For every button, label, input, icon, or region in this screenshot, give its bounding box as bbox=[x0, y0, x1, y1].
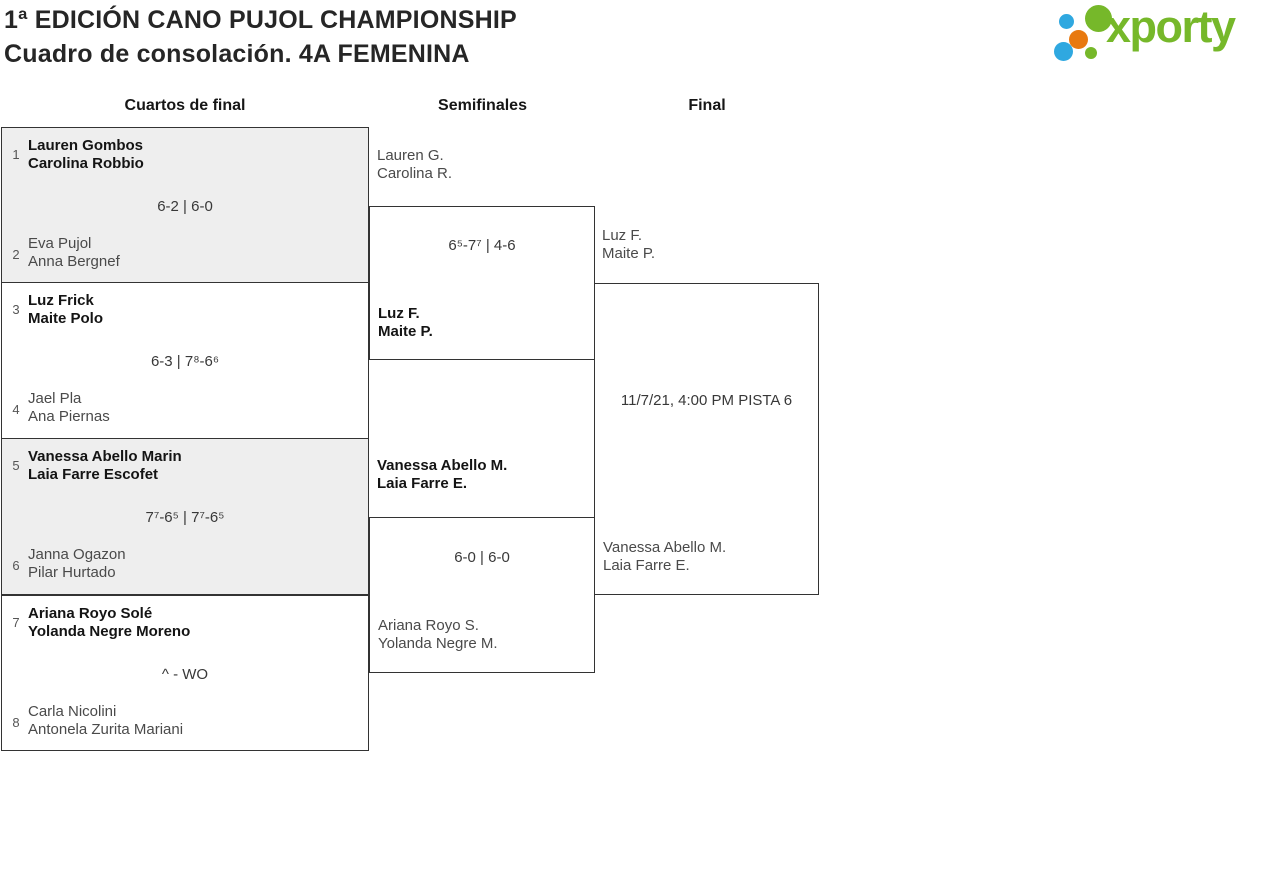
seed-number: 3 bbox=[12, 302, 20, 317]
seed-number: 5 bbox=[12, 458, 20, 473]
player-name: Jael Pla bbox=[28, 390, 82, 407]
match-box-final[interactable]: 11/7/21, 4:00 PM PISTA 6 Vanessa Abello … bbox=[594, 283, 819, 595]
match-score: 6⁵-7⁷ | 4-6 bbox=[448, 237, 516, 254]
player-name: Laia Farre E. bbox=[603, 557, 690, 574]
final-bottom-team: Vanessa Abello M. Laia Farre E. bbox=[603, 539, 814, 575]
page-header: 1ª EDICIÓN CANO PUJOL CHAMPIONSHIP Cuadr… bbox=[4, 3, 517, 71]
player-name: Yolanda Negre M. bbox=[378, 635, 498, 652]
player-name: Janna Ogazon bbox=[28, 546, 126, 563]
match-box-semifinal-1[interactable]: 6⁵-7⁷ | 4-6 Luz F. Maite P. bbox=[369, 206, 595, 360]
semifinal-2-top-team: Vanessa Abello M. Laia Farre E. bbox=[377, 457, 507, 493]
logo-dot-green-small bbox=[1085, 47, 1097, 59]
player-name: Maite P. bbox=[378, 323, 433, 340]
match-score: 6-0 | 6-0 bbox=[454, 549, 510, 566]
seed-number: 1 bbox=[12, 147, 20, 162]
match-box-quarterfinal-4[interactable]: 7 Ariana Royo Solé Yolanda Negre Moreno … bbox=[1, 595, 369, 751]
player-name: Vanessa Abello M. bbox=[377, 457, 508, 474]
seed-number: 8 bbox=[12, 715, 20, 730]
team-pair: Ariana Royo Solé Yolanda Negre Moreno bbox=[28, 605, 364, 641]
match-score: ^ - WO bbox=[161, 666, 209, 683]
team-pair: Jael Pla Ana Piernas bbox=[28, 390, 364, 426]
match-score: 6-3 | 7⁸-6⁶ bbox=[150, 353, 220, 370]
player-name: Lauren G. bbox=[377, 147, 444, 164]
seed-number: 4 bbox=[12, 402, 20, 417]
match-score: 6-2 | 6-0 bbox=[157, 198, 213, 215]
player-name: Eva Pujol bbox=[28, 235, 92, 252]
match-score: 7⁷-6⁵ | 7⁷-6⁵ bbox=[145, 509, 225, 526]
player-name: Carolina Robbio bbox=[28, 155, 144, 172]
player-name: Luz F. bbox=[378, 305, 420, 322]
logo-dot-orange bbox=[1069, 30, 1088, 49]
player-name: Carla Nicolini bbox=[28, 703, 117, 720]
bracket-subtitle: Cuadro de consolación. 4A FEMENINA bbox=[4, 40, 470, 68]
player-name: Vanessa Abello Marin bbox=[28, 448, 182, 465]
player-name: Ariana Royo S. bbox=[378, 617, 479, 634]
seed-number: 7 bbox=[12, 615, 20, 630]
match-box-quarterfinal-3[interactable]: 5 Vanessa Abello Marin Laia Farre Escofe… bbox=[1, 438, 369, 595]
team-pair: Luz F. Maite P. bbox=[378, 305, 590, 341]
seed-number: 2 bbox=[12, 247, 20, 262]
match-box-quarterfinal-2[interactable]: 3 Luz Frick Maite Polo 6-3 | 7⁸-6⁶ 4 Jae… bbox=[1, 282, 369, 439]
round-header-semifinals: Semifinales bbox=[438, 97, 527, 114]
match-box-quarterfinal-1[interactable]: 1 Lauren Gombos Carolina Robbio 6-2 | 6-… bbox=[1, 127, 369, 283]
team-pair: Lauren Gombos Carolina Robbio bbox=[28, 137, 364, 173]
logo-dot-green-large bbox=[1085, 5, 1112, 32]
logo-wordmark: xporty bbox=[1106, 1, 1236, 52]
round-header-quarterfinals: Cuartos de final bbox=[124, 97, 246, 114]
player-name: Yolanda Negre Moreno bbox=[28, 623, 191, 640]
team-pair: Luz Frick Maite Polo bbox=[28, 292, 364, 328]
player-name: Laia Farre Escofet bbox=[28, 466, 159, 483]
player-name: Pilar Hurtado bbox=[28, 564, 116, 581]
logo-dot-blue-small bbox=[1059, 14, 1074, 29]
player-name: Lauren Gombos bbox=[28, 137, 144, 154]
player-name: Ana Piernas bbox=[28, 408, 110, 425]
team-pair: Carla Nicolini Antonela Zurita Mariani bbox=[28, 703, 364, 739]
seed-number: 6 bbox=[12, 558, 20, 573]
player-name: Maite P. bbox=[602, 245, 656, 262]
match-box-semifinal-2[interactable]: 6-0 | 6-0 Ariana Royo S. Yolanda Negre M… bbox=[369, 517, 595, 673]
team-pair: Ariana Royo S. Yolanda Negre M. bbox=[378, 617, 590, 653]
xporty-logo: xporty bbox=[1050, 0, 1280, 66]
team-pair: Vanessa Abello Marin Laia Farre Escofet bbox=[28, 448, 364, 484]
final-match-info: 11/7/21, 4:00 PM PISTA 6 bbox=[620, 392, 793, 409]
player-name: Carolina R. bbox=[377, 165, 453, 182]
player-name: Ariana Royo Solé bbox=[28, 605, 153, 622]
team-pair: Janna Ogazon Pilar Hurtado bbox=[28, 546, 364, 582]
player-name: Vanessa Abello M. bbox=[603, 539, 727, 556]
logo-dot-blue-large bbox=[1054, 42, 1073, 61]
player-name: Maite Polo bbox=[28, 310, 104, 327]
player-name: Luz Frick bbox=[28, 292, 94, 309]
player-name: Luz F. bbox=[602, 227, 643, 244]
round-header-final: Final bbox=[688, 97, 726, 114]
semifinal-1-top-team: Lauren G. Carolina R. bbox=[377, 147, 452, 183]
player-name: Antonela Zurita Mariani bbox=[28, 721, 184, 738]
player-name: Laia Farre E. bbox=[377, 475, 468, 492]
tournament-title: 1ª EDICIÓN CANO PUJOL CHAMPIONSHIP bbox=[4, 6, 517, 34]
final-top-team: Luz F. Maite P. bbox=[602, 227, 655, 263]
team-pair: Eva Pujol Anna Bergnef bbox=[28, 235, 364, 271]
player-name: Anna Bergnef bbox=[28, 253, 120, 270]
